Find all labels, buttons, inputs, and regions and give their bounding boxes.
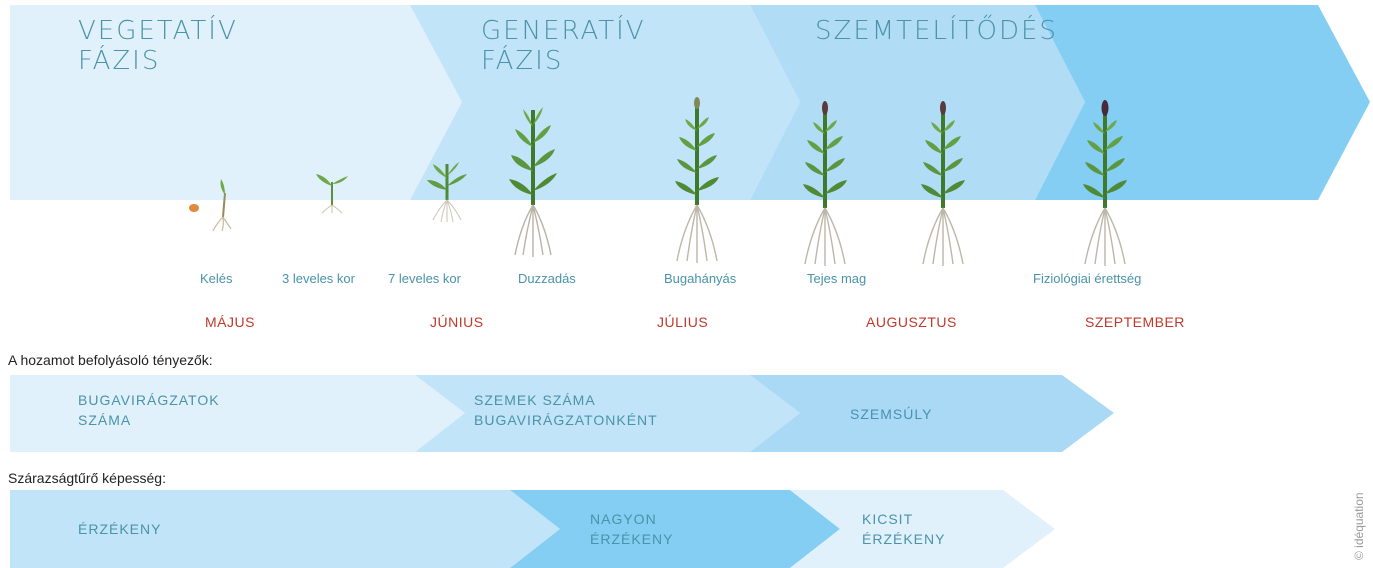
arrow-grain-fill (750, 5, 1085, 200)
yield-factor-line: SZEMEK SZÁMA (474, 392, 596, 408)
phase-line: GENERATÍV (481, 16, 646, 46)
seed-germination-illustration (189, 179, 232, 232)
arrow-vegetative (10, 5, 462, 200)
stage-label: Tejes mag (807, 271, 867, 286)
stage-label: 7 leveles kor (388, 271, 461, 286)
drought-level-line: ÉRZÉKENY (862, 531, 946, 547)
phase-label-generative: GENERATÍV FÁZIS (481, 16, 646, 76)
arrow-maturity (1035, 5, 1370, 200)
yield-factor-1: BUGAVIRÁGZATOK SZÁMA (78, 390, 220, 430)
swelling-plant-illustration (509, 107, 557, 257)
drought-level-line: NAGYON (590, 511, 657, 527)
yield-factors-title: A hozamot befolyásoló tényezők: (8, 352, 213, 368)
drought-arrow-3 (790, 490, 1055, 568)
copyright-credit: © idéquation (1352, 492, 1366, 560)
drought-level-line: ÉRZÉKENY (590, 531, 674, 547)
phase-label-vegetative: VEGETATÍV FÁZIS (78, 16, 238, 76)
stage-label: 3 leveles kor (282, 271, 355, 286)
milk-stage-plant-illustration (803, 101, 847, 266)
drought-level-line: ÉRZÉKENY (78, 521, 162, 537)
month-label: MÁJUS (205, 314, 255, 330)
phase-line: VEGETATÍV (78, 16, 238, 46)
stage-label: Fiziológiai érettség (1033, 271, 1142, 286)
seven-leaf-plant-illustration (427, 162, 467, 223)
yield-factor-line: BUGAVIRÁGZATOK (78, 392, 220, 408)
month-label: JÚLIUS (657, 314, 709, 330)
drought-arrow-1 (10, 490, 560, 568)
arrow-generative (410, 5, 800, 200)
phase-line: FÁZIS (78, 46, 161, 76)
yield-factor-line: SZEMSÚLY (850, 406, 933, 422)
yield-factor-line: BUGAVIRÁGZATONKÉNT (474, 412, 658, 428)
month-label: AUGUSZTUS (866, 314, 957, 330)
yield-factor-3: SZEMSÚLY (850, 404, 932, 424)
stage-label: Duzzadás (518, 271, 576, 286)
tasseling-plant-illustration (675, 97, 719, 263)
drought-tolerance-title: Szárazságtűrő képesség: (8, 470, 166, 486)
month-label: SZEPTEMBER (1085, 314, 1185, 330)
phase-label-grain-fill: SZEMTELÍTŐDÉS (815, 16, 1058, 46)
drought-level-2: NAGYON ÉRZÉKENY (590, 509, 673, 549)
three-leaf-seedling-illustration (316, 174, 348, 214)
yield-factor-2: SZEMEK SZÁMA BUGAVIRÁGZATONKÉNT (474, 390, 658, 430)
stage-label: Bugahányás (664, 271, 737, 286)
drought-level-line: KICSIT (862, 511, 914, 527)
yield-factor-line: SZÁMA (78, 412, 132, 428)
yield-arrow-3 (750, 375, 1114, 452)
yield-arrow-2 (415, 375, 800, 452)
drought-level-1: ÉRZÉKENY (78, 519, 161, 539)
dough-stage-plant-illustration (921, 101, 965, 266)
phase-line: FÁZIS (481, 46, 564, 76)
stage-label: Kelés (200, 271, 233, 286)
month-label: JÚNIUS (430, 314, 484, 330)
maturity-plant-illustration (1083, 100, 1127, 266)
yield-arrow-1 (10, 375, 465, 452)
drought-arrow-2 (510, 490, 840, 568)
drought-level-3: KICSIT ÉRZÉKENY (862, 509, 945, 549)
